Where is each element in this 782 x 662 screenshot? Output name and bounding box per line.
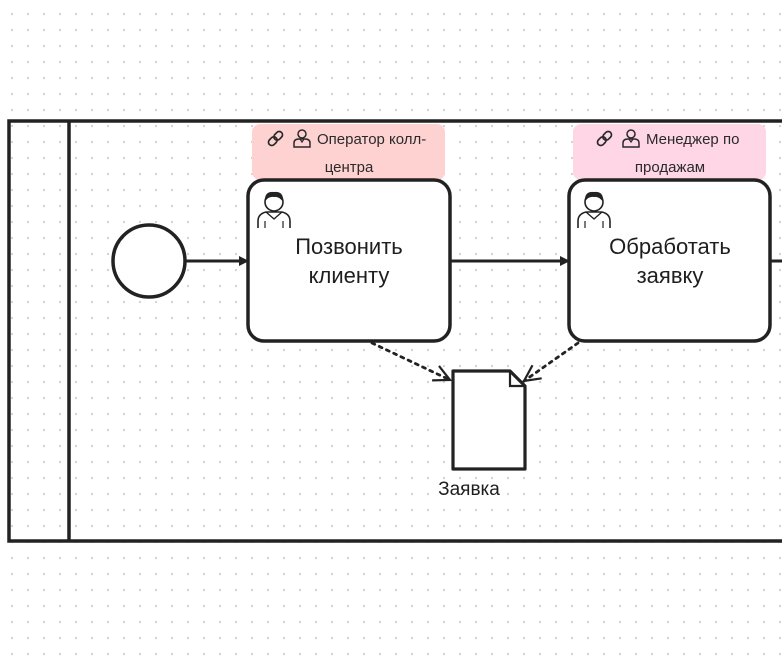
- task-label-line2: клиенту: [309, 263, 390, 288]
- task-process-request[interactable]: Обработать заявку: [567, 178, 772, 343]
- role-label-line1: Оператор колл-: [317, 131, 426, 148]
- document-label: Заявка: [438, 479, 500, 500]
- role-label-line1: Менеджер по: [646, 131, 739, 148]
- task-shape: [246, 178, 452, 343]
- start-event[interactable]: [111, 223, 187, 299]
- task-call-client[interactable]: Позвонить клиенту: [246, 178, 452, 343]
- task-label-line1: Позвонить: [295, 234, 403, 259]
- role-label-line2: центра: [325, 159, 374, 176]
- role-label-line2: продажам: [635, 159, 705, 176]
- data-association-call-to-document[interactable]: [370, 341, 450, 380]
- data-association-process-to-document[interactable]: [524, 341, 580, 381]
- role-badge-sales-manager[interactable]: Менеджер по продажам: [573, 124, 766, 180]
- role-badge-call-operator[interactable]: Оператор колл- центра: [252, 124, 445, 180]
- document-shape: [451, 369, 527, 471]
- task-label-line1: Обработать: [609, 234, 731, 259]
- task-label-line2: заявку: [637, 263, 704, 288]
- data-object-request[interactable]: Заявка: [438, 369, 527, 500]
- task-shape: [567, 178, 772, 343]
- document-fold: [508, 371, 525, 388]
- role-badge-background: [573, 124, 766, 180]
- pool[interactable]: [7, 119, 782, 543]
